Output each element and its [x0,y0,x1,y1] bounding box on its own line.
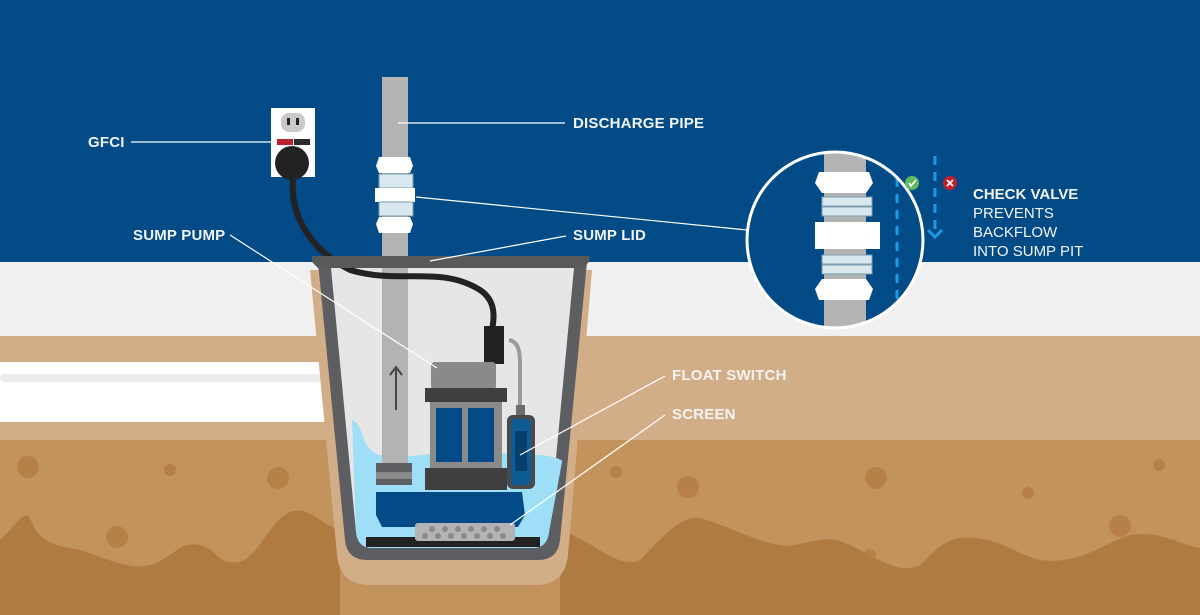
float-switch-label: FLOAT SWITCH [672,367,787,384]
soil-bottom-wave-right [560,517,1200,615]
discharge-pipe-label: DISCHARGE PIPE [573,115,705,132]
callout-line-3: INTO SUMP PIT [973,243,1084,260]
pump-plug [484,326,504,364]
float-switch [507,405,535,489]
pit-floor [366,537,540,547]
flow-up-arrow [389,365,403,410]
float-switch-cable [508,338,522,405]
callout-line-1: PREVENTS [973,205,1054,222]
sump-pump [376,362,525,527]
check-valve-callout: CHECK VALVE PREVENTS BACKFLOW INTO SUMP … [973,185,1083,261]
gfci-label: GFCI [88,134,125,151]
callout-line-2: BACKFLOW [973,224,1058,241]
sump-lid-label: SUMP LID [573,227,646,244]
down-arrow-icon [926,228,944,240]
soil-pebbles [17,456,1165,561]
leader-lines [131,122,748,526]
callout-title: CHECK VALVE [973,186,1079,203]
sump-lid [312,256,590,270]
check-valve [375,157,415,233]
floor-slab [0,262,1200,336]
power-cord [289,179,497,331]
pump-screen [415,523,515,541]
screen-label: SCREEN [672,406,736,423]
check-valve-magnifier [745,150,957,330]
gfci-outlet [271,108,315,180]
sump-pump-label: SUMP PUMP [133,227,226,244]
soil-bottom-wave-left [0,510,340,615]
wall-background [0,0,1200,262]
check-icon [905,176,919,190]
drain-tile-pipe [0,362,357,422]
